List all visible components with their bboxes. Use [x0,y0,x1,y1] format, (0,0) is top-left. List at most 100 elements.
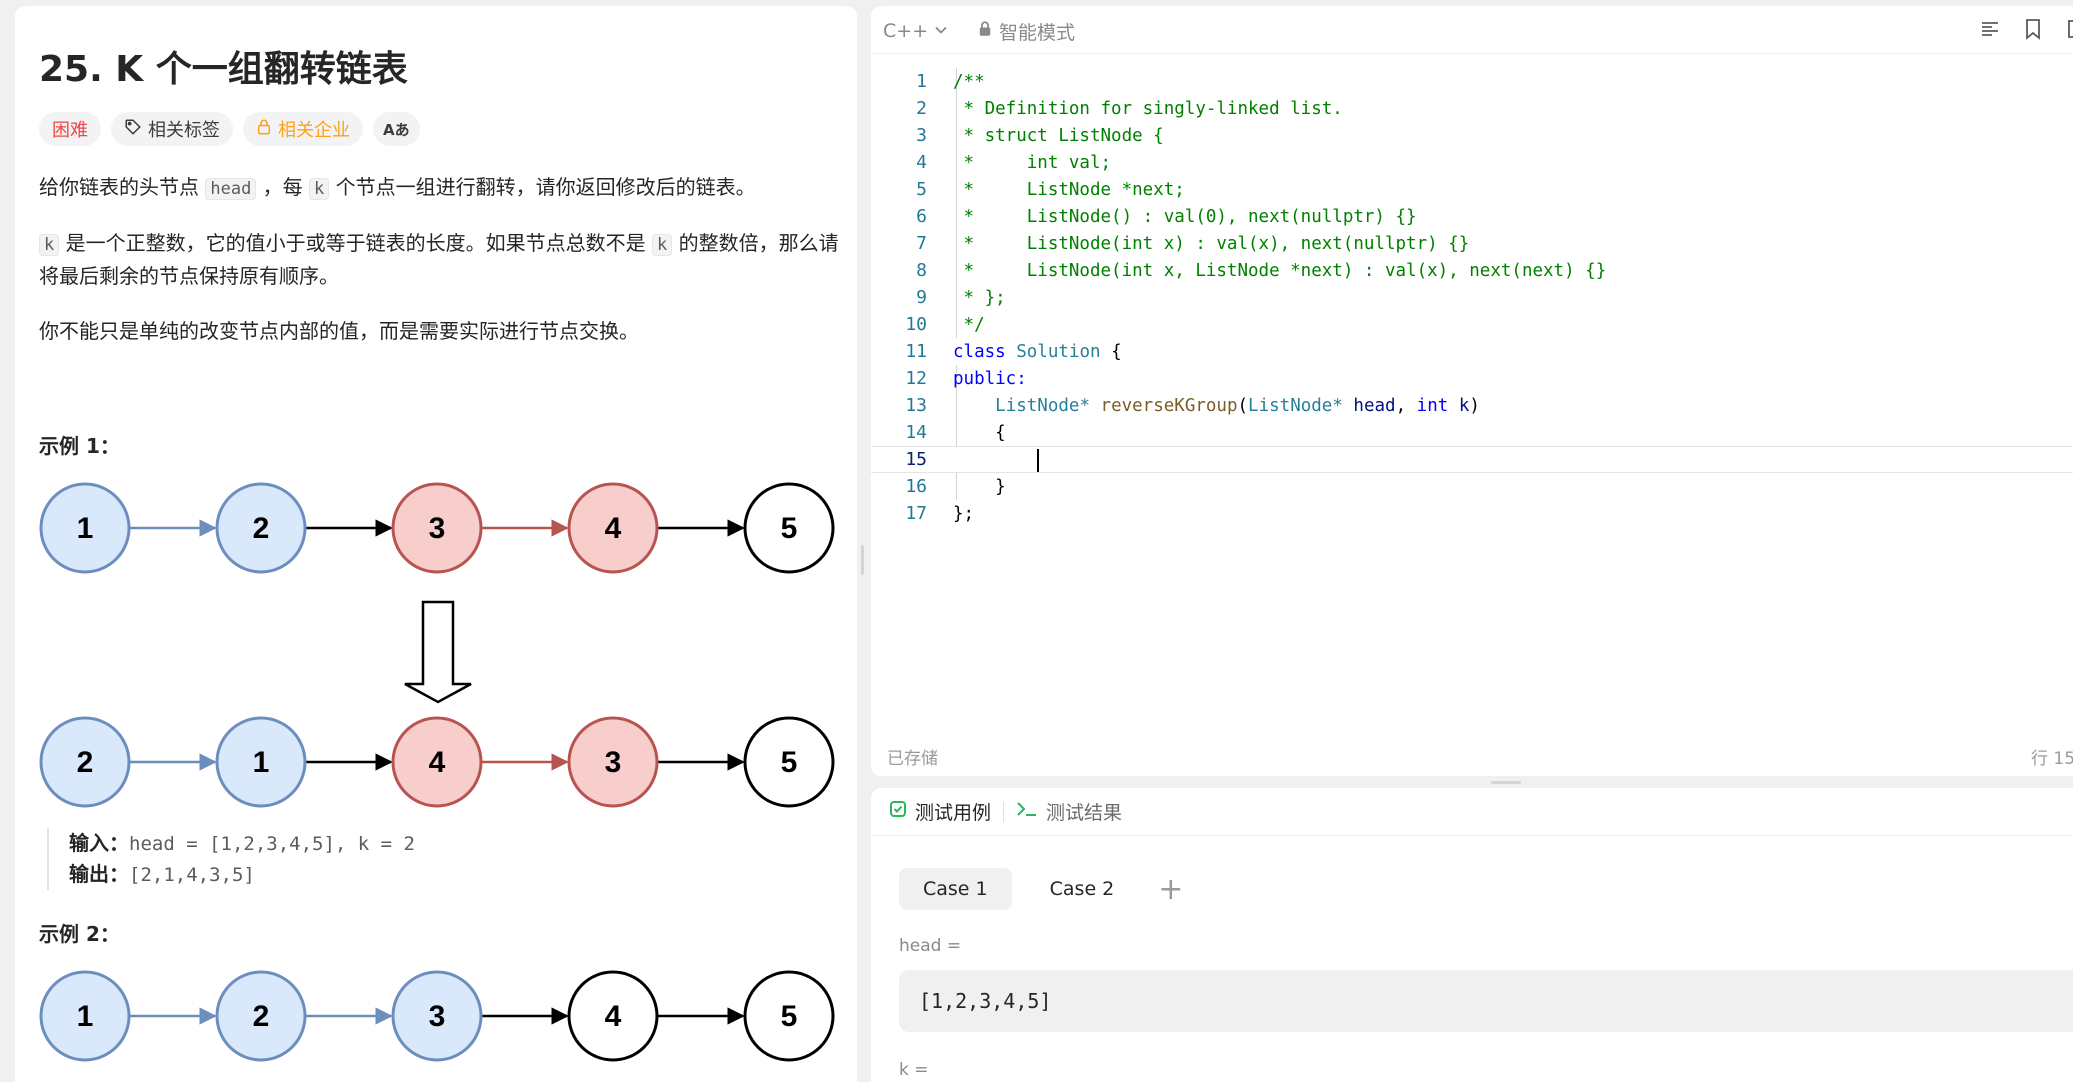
testcase-panel: 测试用例 测试结果 Case 1 Case 2 + head = [1,2,3,… [871,788,2073,1082]
list-node: 5 [743,716,835,808]
example-1-title: 示例 1： [39,434,120,458]
list-node: 4 [567,970,659,1062]
svg-text:4: 4 [605,512,622,545]
code-line[interactable]: 2 * Definition for singly-linked list. [916,98,1343,119]
list-node: 3 [391,482,483,574]
code-line[interactable]: 14 { [905,422,1006,443]
problem-description-panel: 25. K 个一组翻转链表 困难 相关标签 相关企业 Aあ 给你链表的头节点 h… [15,6,857,1082]
code-line[interactable]: 3 * struct ListNode { [916,125,1164,146]
code-area[interactable]: 1/** 2 * Definition for singly-linked li… [871,68,2073,527]
difficulty-label: 困难 [52,120,88,141]
lock-icon [256,118,272,141]
svg-text:1: 1 [77,512,94,545]
param-head-input[interactable]: [1,2,3,4,5] [899,970,2073,1032]
related-tags-button[interactable]: 相关标签 [111,112,233,146]
related-tags-label: 相关标签 [148,120,220,141]
param-k-label: k = [899,1060,929,1080]
list-node: 1 [215,716,307,808]
input-value: head = [1,2,3,4,5], k = 2 [129,833,415,855]
input-label: 输入： [69,831,129,855]
description-paragraph-1: 给你链表的头节点 head ，每 k 个节点一组进行翻转，请你返回修改后的链表。 [39,175,756,200]
editor-toolbar: C++ 智能模式 [871,6,2073,54]
svg-text:2: 2 [253,512,270,545]
list-node: 5 [743,970,835,1062]
code-line[interactable]: 13 ListNode* reverseKGroup(ListNode* hea… [905,395,1480,416]
lock-icon [977,20,993,43]
language-select[interactable]: C++ [883,16,948,46]
example-1-io: 输入：head = [1,2,3,4,5], k = 2 输出：[2,1,4,3… [47,828,415,890]
list-node: 4 [391,716,483,808]
svg-text:3: 3 [429,1000,446,1033]
code-line[interactable]: 1/** [916,71,985,92]
text-caret [1037,449,1039,472]
translate-button[interactable]: Aあ [373,112,420,146]
bookmark-icon[interactable] [2023,18,2043,44]
tag-icon [124,118,142,141]
code-line-current[interactable]: 15 [871,446,2073,473]
add-case-button[interactable]: + [1158,871,1184,907]
mode-label: 智能模式 [999,21,1076,44]
list-node: 1 [39,482,131,574]
horizontal-splitter[interactable] [871,776,2073,788]
terminal-icon [1016,800,1038,823]
svg-text:1: 1 [77,1000,94,1033]
svg-text:5: 5 [781,746,798,779]
chevron-down-icon [934,20,948,42]
vertical-splitter[interactable] [857,0,871,1082]
example-1-diagram: 1 2 3 4 5 2 1 4 3 5 [39,482,835,808]
code-line[interactable]: 6 * ListNode() : val(0), next(nullptr) {… [916,206,1417,227]
toolbar-actions [1979,18,2073,44]
list-node: 2 [39,716,131,808]
related-companies-button[interactable]: 相关企业 [243,112,363,146]
code-line[interactable]: 4 * int val; [916,152,1112,173]
code-line[interactable]: 5 * ListNode *next; [916,179,1185,200]
list-node: 3 [391,970,483,1062]
inline-code-k: k [309,178,330,200]
tab-testcases-label: 测试用例 [915,802,992,824]
description-paragraph-2: k 是一个正整数，它的值小于或等于链表的长度。如果节点总数不是 k 的整数倍，那… [39,231,839,288]
svg-text:2: 2 [253,1000,270,1033]
tab-testresults-label: 测试结果 [1046,802,1123,824]
difficulty-badge[interactable]: 困难 [39,112,101,146]
svg-text:3: 3 [429,512,446,545]
svg-text:5: 5 [781,1000,798,1033]
code-line[interactable]: 10 */ [905,314,985,335]
problem-title: 25. K 个一组翻转链表 [39,49,408,90]
case-2-button[interactable]: Case 2 [1049,878,1115,900]
svg-text:2: 2 [77,746,94,779]
more-icon[interactable] [2065,18,2073,44]
tab-divider [1003,801,1005,822]
checkbox-icon [889,800,907,823]
list-node: 4 [567,482,659,574]
code-line[interactable]: 7 * ListNode(int x) : val(x), next(nullp… [916,233,1470,254]
svg-text:3: 3 [605,746,622,779]
smart-mode-toggle[interactable]: 智能模式 [977,16,1075,46]
testcase-tabs: 测试用例 测试结果 [871,788,2073,836]
code-line[interactable]: 16 } [905,476,1006,497]
cursor-position: 行 15 [2031,748,2073,769]
code-line[interactable]: 17}; [905,503,975,524]
splitter-grip[interactable] [1491,781,1521,784]
language-label: C++ [883,20,929,42]
svg-text:4: 4 [605,1000,622,1033]
editor-status-bar: 已存储 行 15 [871,736,2073,776]
tab-testcases[interactable]: 测试用例 [889,798,991,825]
inline-code-k: k [651,234,673,256]
code-line[interactable]: 9 * }; [916,287,1006,308]
svg-text:5: 5 [781,512,798,545]
format-icon[interactable] [1979,18,2001,44]
output-value: [2,1,4,3,5] [129,864,255,886]
list-node: 1 [39,970,131,1062]
down-arrow [404,600,472,704]
splitter-grip[interactable] [861,545,864,575]
output-label: 输出： [69,862,129,886]
case-1-button[interactable]: Case 1 [899,868,1012,910]
tag-row: 困难 相关标签 相关企业 Aあ [39,112,420,146]
tab-testresults[interactable]: 测试结果 [1016,798,1122,825]
example-2-title: 示例 2： [39,922,120,946]
param-head-label: head = [899,936,962,956]
code-line[interactable]: 8 * ListNode(int x, ListNode *next) : va… [916,260,1607,281]
translate-icon: Aあ [383,120,410,139]
